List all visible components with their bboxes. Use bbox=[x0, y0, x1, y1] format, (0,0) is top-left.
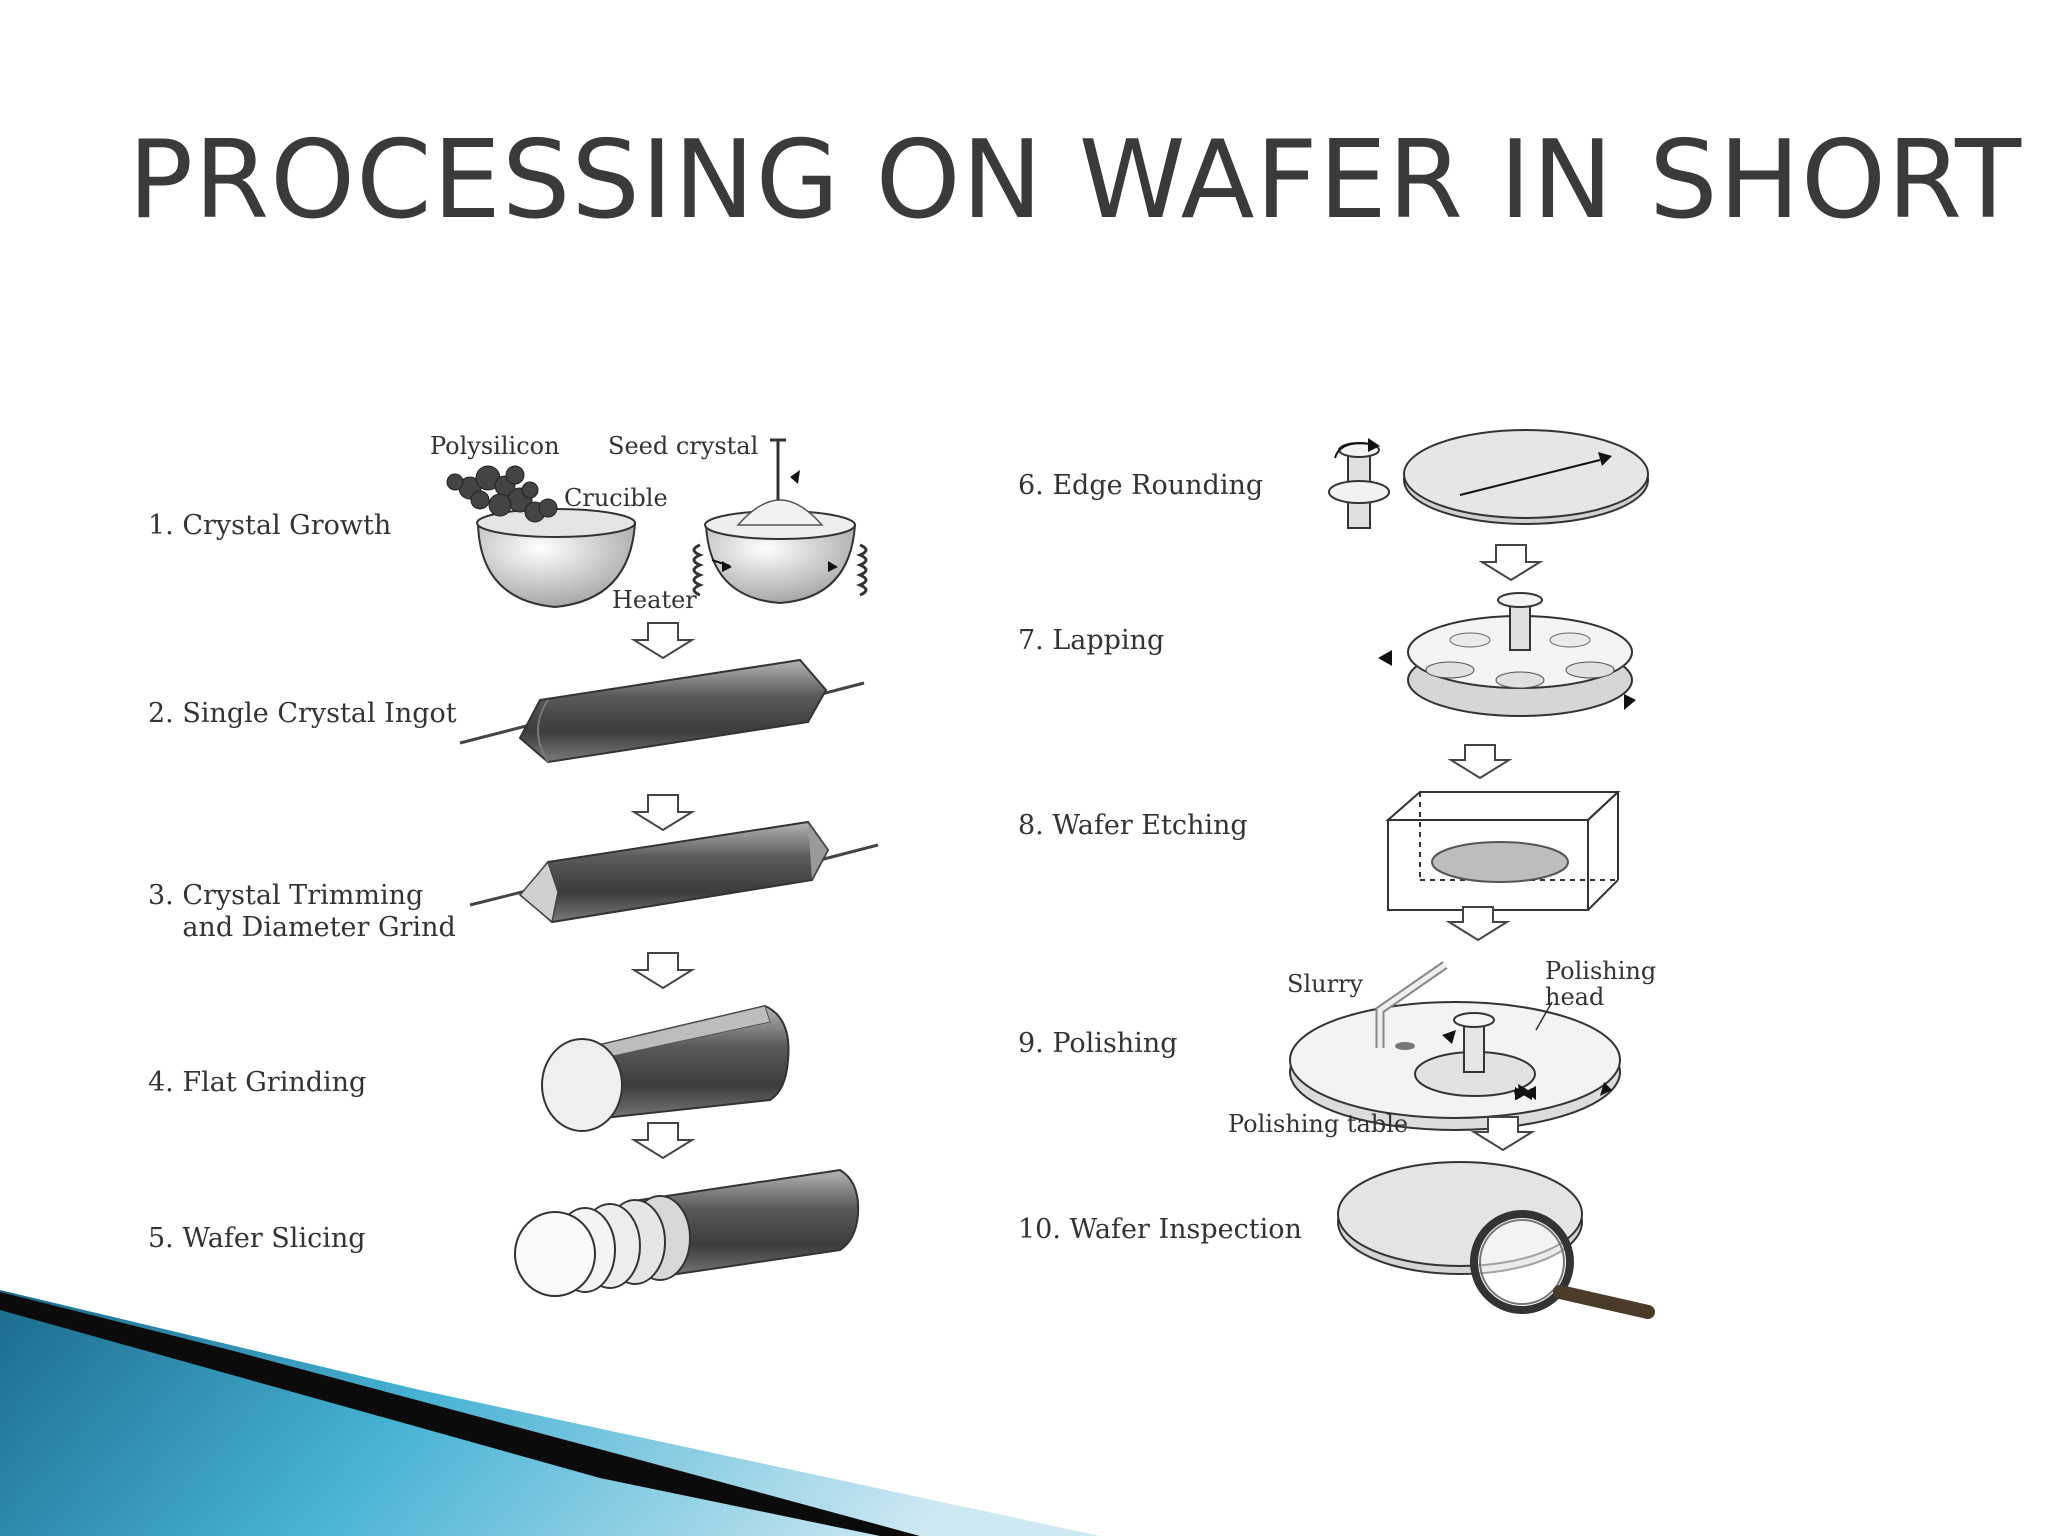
magnifier-icon bbox=[1470, 1210, 1655, 1319]
crystal-puller-icon bbox=[692, 438, 868, 605]
ingot-icon bbox=[459, 658, 865, 764]
step-label-wafer-inspection: 10. Wafer Inspection bbox=[1018, 1214, 1302, 1245]
step-label-crystal-growth: 1. Crystal Growth bbox=[148, 510, 392, 541]
annotation-polishing-head: Polishing head bbox=[1545, 957, 1657, 1011]
arrow-down-icon bbox=[630, 622, 696, 1160]
step-label-crystal-trimming: 3. Crystal Trimming and Diameter Grind bbox=[148, 880, 456, 943]
edge-rounding-icon bbox=[1328, 429, 1649, 529]
step-label-wafer-slicing: 5. Wafer Slicing bbox=[148, 1223, 366, 1254]
step-label-wafer-etching: 8. Wafer Etching bbox=[1018, 810, 1248, 841]
arrow-down-icon bbox=[1445, 544, 1544, 1152]
annotation-crucible: Crucible bbox=[564, 484, 668, 512]
step-label-flat-grinding: 4. Flat Grinding bbox=[148, 1067, 367, 1098]
sliced-ingot-icon bbox=[514, 1168, 860, 1297]
crucible-icon bbox=[446, 465, 637, 609]
ground-ingot-icon bbox=[541, 1004, 790, 1132]
trimmed-ingot-icon bbox=[469, 820, 879, 924]
step-label-single-crystal-ingot: 2. Single Crystal Ingot bbox=[148, 698, 457, 729]
annotation-slurry: Slurry bbox=[1287, 970, 1364, 998]
lapping-icon bbox=[1378, 592, 1636, 717]
step-label-edge-rounding: 6. Edge Rounding bbox=[1018, 470, 1264, 501]
annotation-polysilicon: Polysilicon bbox=[430, 432, 560, 460]
annotation-polishing-table: Polishing table bbox=[1228, 1110, 1409, 1138]
step-label-polishing: 9. Polishing bbox=[1018, 1028, 1178, 1059]
polishing-icon bbox=[1289, 961, 1621, 1131]
annotation-seed-crystal: Seed crystal bbox=[608, 432, 759, 460]
slide-title: PROCESSING ON WAFER IN SHORT bbox=[128, 118, 2023, 243]
step-label-lapping: 7. Lapping bbox=[1018, 625, 1165, 656]
etching-tank-icon bbox=[1385, 791, 1621, 911]
annotation-heater: Heater bbox=[612, 586, 697, 614]
